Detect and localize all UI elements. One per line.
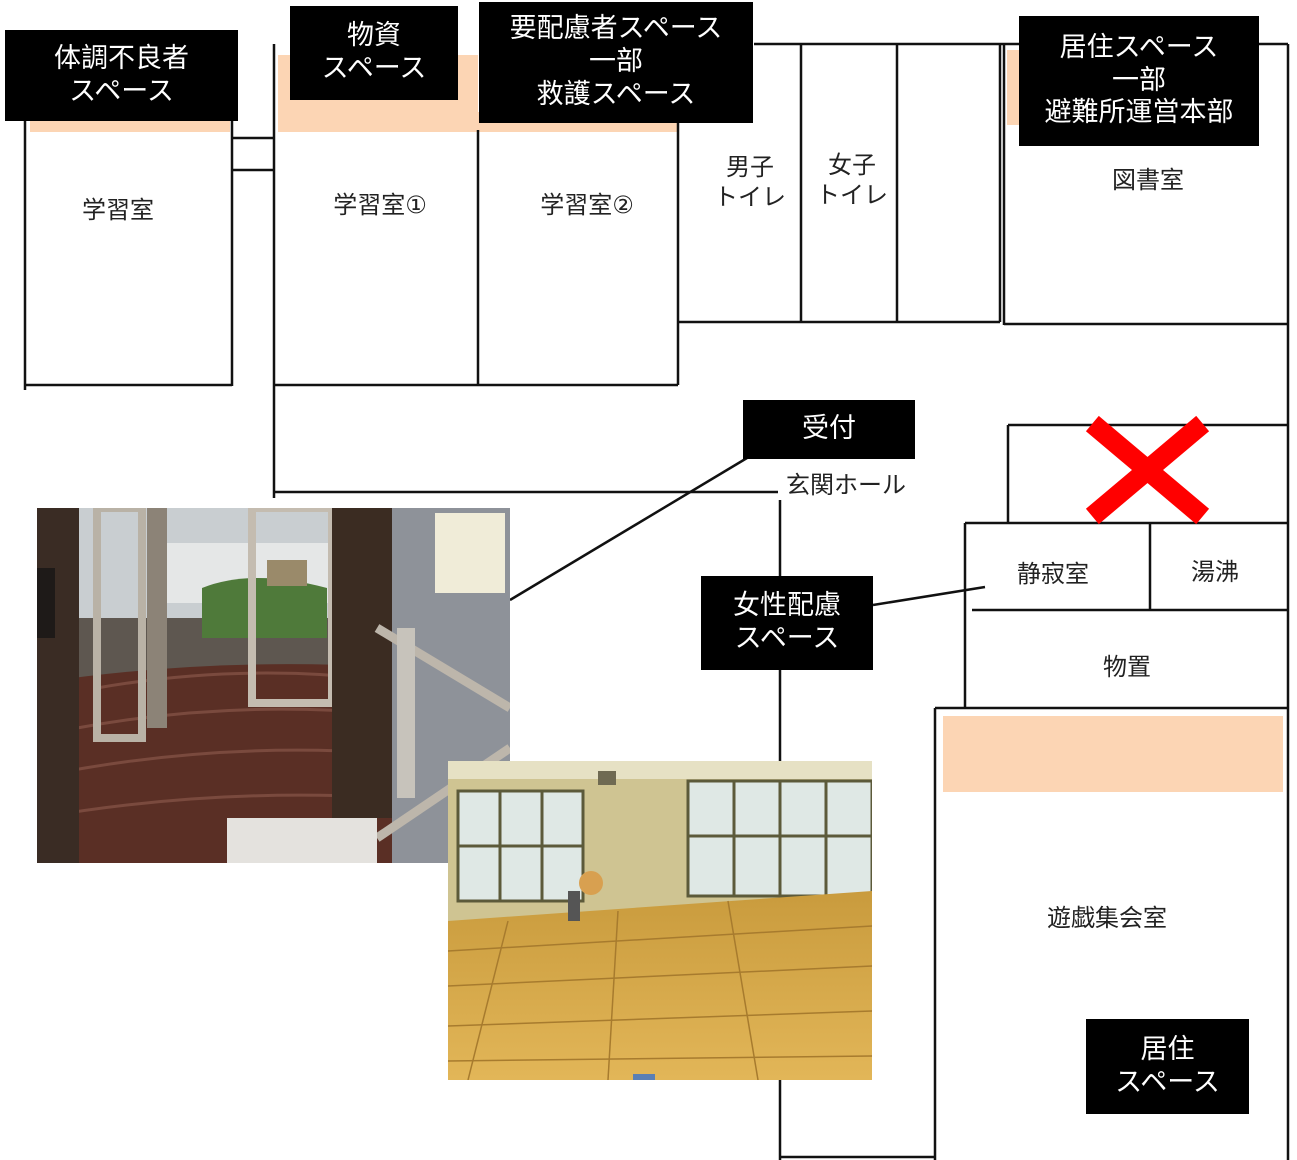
highlight-living-space — [943, 716, 1283, 792]
room-mens-toilet: 男子 トイレ — [714, 153, 786, 211]
room-quiet-room: 静寂室 — [1017, 560, 1089, 588]
room-entrance-hall: 玄関ホール — [786, 471, 906, 499]
room-study-room: 学習室 — [82, 196, 154, 224]
leader-lines — [509, 456, 986, 607]
room-library: 図書室 — [1112, 166, 1184, 194]
entrance-photo — [37, 508, 510, 863]
room-study-room-1: 学習室① — [333, 191, 427, 219]
walls — [23, 42, 1290, 1160]
reception-leader — [509, 456, 748, 602]
label-ill-space: 体調不良者 スペース — [5, 30, 238, 121]
women-space-leader — [872, 585, 986, 607]
label-reception: 受付 — [743, 400, 915, 459]
room-storage: 物置 — [1103, 653, 1151, 681]
hall-photo — [448, 761, 872, 1080]
room-womens-toilet: 女子 トイレ — [816, 151, 888, 209]
label-women-space: 女性配慮 スペース — [701, 576, 873, 670]
room-kitchenette: 湯沸 — [1191, 558, 1239, 586]
label-living-space-hq: 居住スペース 一部 避難所運営本部 — [1019, 16, 1259, 146]
room-study-room-2: 学習室② — [540, 191, 634, 219]
label-supply-space: 物資 スペース — [290, 6, 458, 100]
room-play-hall: 遊戯集会室 — [1047, 904, 1167, 932]
label-care-space: 要配慮者スペース 一部 救護スペース — [479, 2, 753, 123]
label-living-space: 居住 スペース — [1086, 1019, 1249, 1114]
cross-mark — [1085, 415, 1210, 525]
